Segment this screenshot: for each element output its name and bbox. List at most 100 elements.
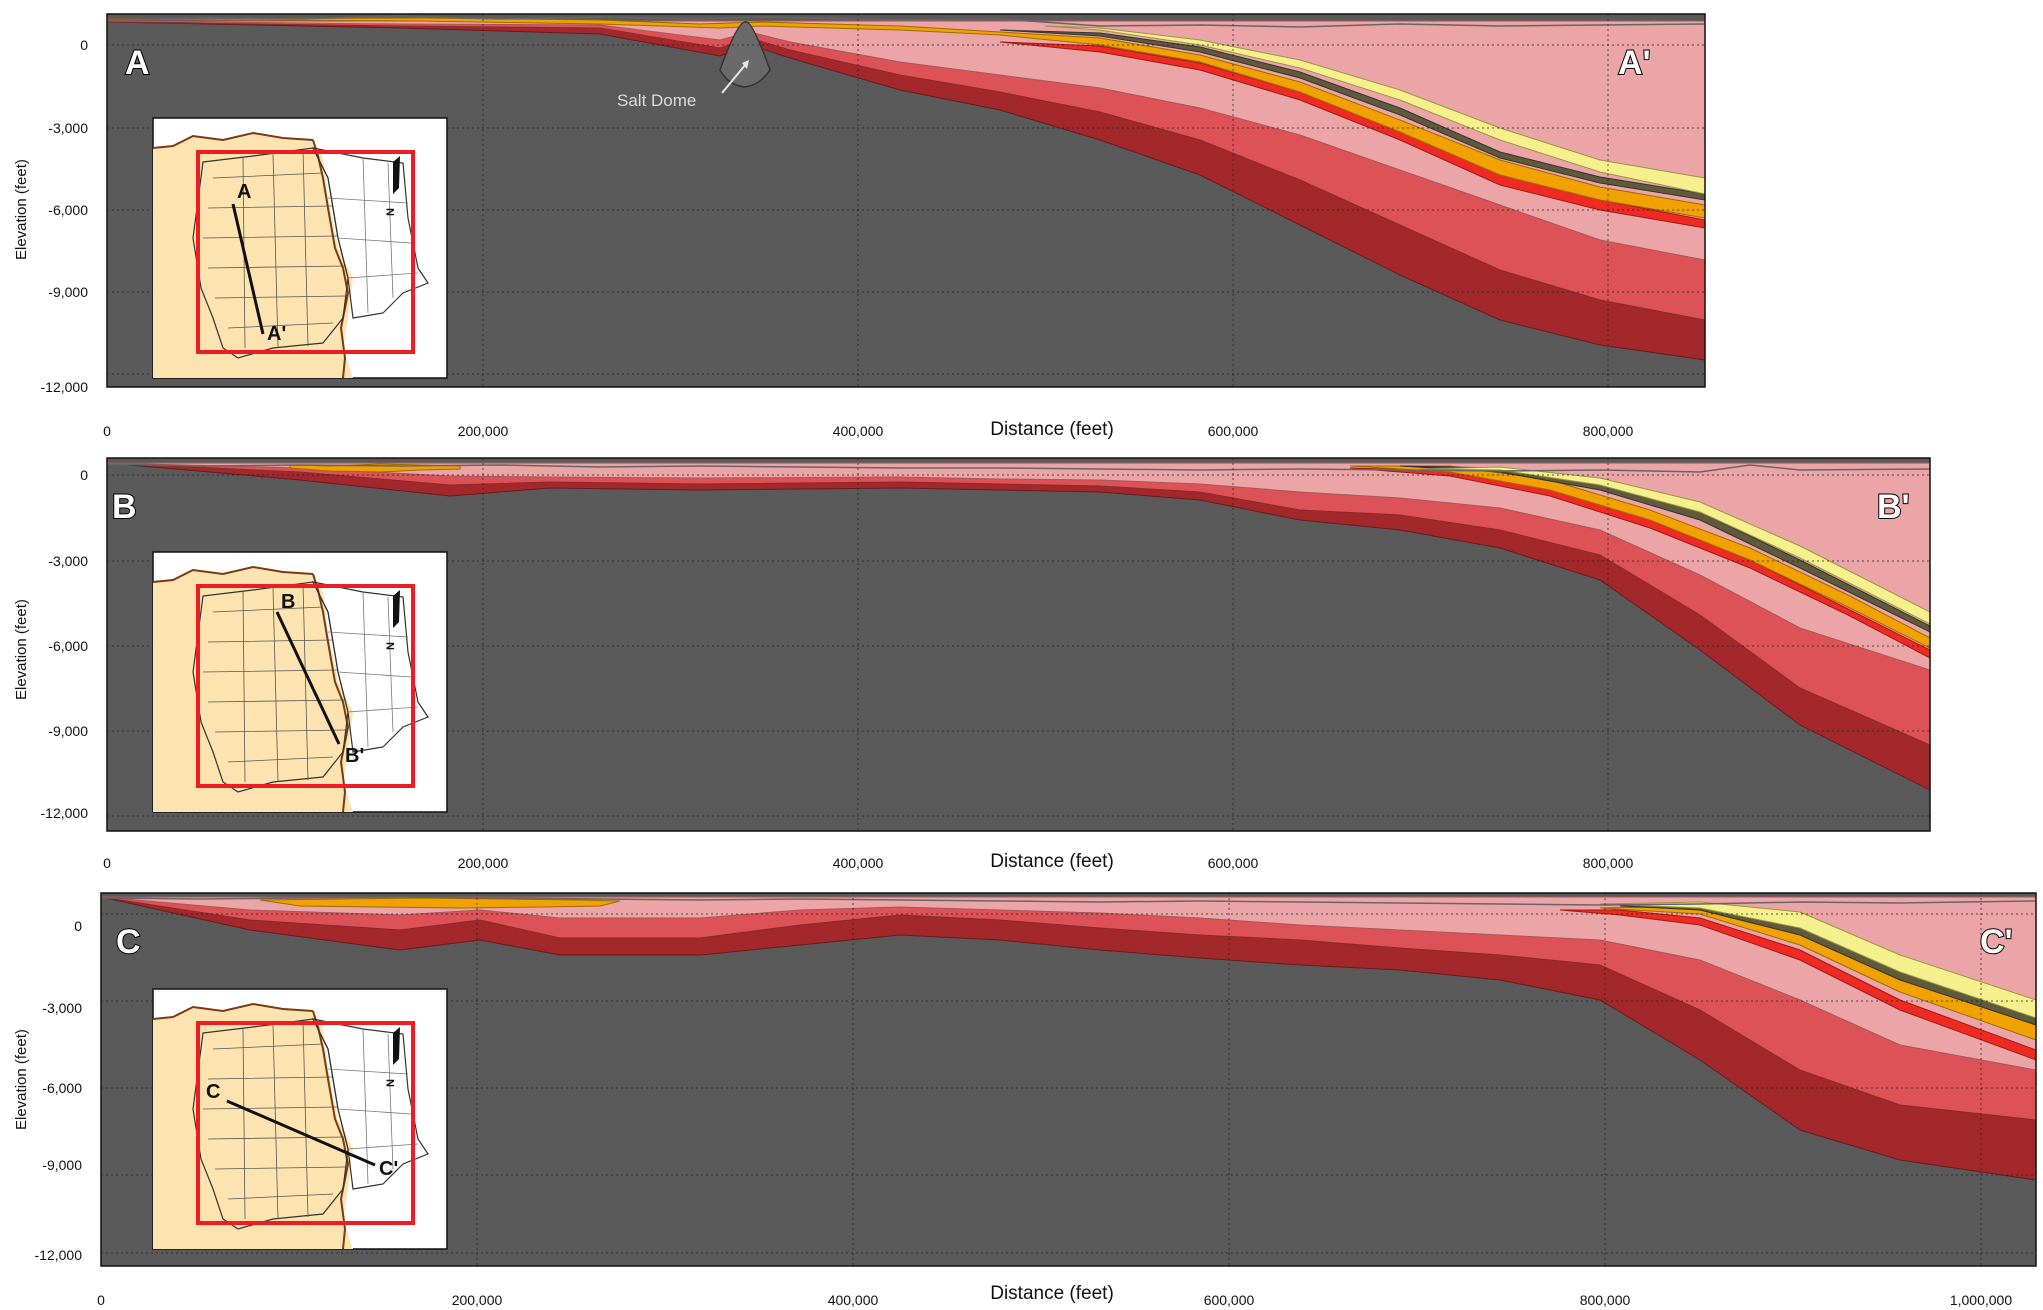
- x-tick-label: 200,000: [452, 1292, 503, 1308]
- map-start-label: A: [237, 181, 251, 203]
- y-tick-label: -9,000: [42, 1157, 82, 1173]
- section-c-grid: [101, 893, 2036, 1266]
- y-tick-label: 0: [74, 918, 82, 934]
- y-tick-label: -12,000: [41, 379, 89, 395]
- yellow-layer: [1599, 901, 2036, 1019]
- annotation-arrow-line: [721, 63, 747, 94]
- x-tick-label: 200,000: [458, 423, 509, 439]
- x-tick-label: 400,000: [828, 1292, 879, 1308]
- y-tick-label: -9,000: [48, 723, 88, 739]
- y-axis-label: Elevation (feet): [13, 159, 30, 260]
- state-boundary: [152, 131, 314, 149]
- x-tick-label: 800,000: [1583, 855, 1634, 871]
- location-map-c: N C C': [152, 988, 448, 1250]
- x-tick-label: 0: [103, 855, 111, 871]
- x-tick-label: 0: [97, 1292, 105, 1308]
- study-area-box: [196, 584, 415, 788]
- section-line: [231, 203, 265, 335]
- section-line: [275, 611, 341, 745]
- map-start-label: C: [206, 1081, 220, 1103]
- map-end-label: B': [345, 745, 364, 767]
- state-boundary: [152, 565, 314, 583]
- y-tick-label: -3,000: [48, 553, 88, 569]
- section-line: [226, 1099, 376, 1167]
- location-map-b: N B B': [152, 551, 448, 813]
- x-tick-label: 400,000: [833, 855, 884, 871]
- x-axis-label: Distance (feet): [990, 851, 1114, 872]
- x-tick-label: 800,000: [1580, 1292, 1631, 1308]
- x-tick-label: 400,000: [833, 423, 884, 439]
- x-tick-label: 200,000: [458, 855, 509, 871]
- state-boundary: [152, 1002, 314, 1020]
- section-b-grid: [107, 458, 1930, 831]
- x-tick-label: 0: [103, 423, 111, 439]
- section-end-label: A': [1618, 44, 1651, 82]
- y-axis-label: Elevation (feet): [13, 599, 30, 700]
- y-tick-label: -3,000: [48, 120, 88, 136]
- topography-line: [107, 463, 1930, 473]
- map-land: [153, 567, 353, 812]
- annotation-arrowhead: [742, 60, 749, 69]
- section-end-label: C': [1980, 923, 2013, 961]
- x-tick-label: 600,000: [1208, 423, 1259, 439]
- section-end-label: B': [1877, 488, 1910, 526]
- x-tick-label: 600,000: [1204, 1292, 1255, 1308]
- section-a-frame: [106, 13, 1706, 388]
- olive-layer: [999, 29, 1705, 201]
- x-axis-label: Distance (feet): [990, 1283, 1114, 1304]
- orange-layer: [107, 17, 1705, 219]
- map-start-label: B: [281, 591, 295, 613]
- y-tick-label: -6,000: [42, 1080, 82, 1096]
- map-land: [153, 1004, 353, 1249]
- north-arrow-icon: N: [385, 1027, 400, 1087]
- section-b-frame: [106, 457, 1931, 832]
- dark-red-layer: [101, 896, 2036, 1181]
- river-boundary: [312, 1010, 350, 1250]
- y-tick-label: -12,000: [35, 1247, 83, 1263]
- x-axis-label: Distance (feet): [990, 419, 1114, 440]
- svg-text:N: N: [385, 1079, 397, 1087]
- orange-layer: [289, 463, 1930, 649]
- section-c-frame: [100, 892, 2037, 1267]
- y-tick-label: 0: [80, 467, 88, 483]
- x-tick-label: 800,000: [1583, 423, 1634, 439]
- river-boundary: [312, 573, 350, 813]
- salt-dome-label: Salt Dome: [617, 91, 696, 110]
- topography-line: [107, 15, 1705, 28]
- yellow-layer: [1419, 466, 1930, 625]
- county-lines: [202, 583, 347, 783]
- red-layer: [101, 896, 2036, 1121]
- cross-section-c: Elevation (feet) 0 -3,000 -6,000 -9,000 …: [13, 892, 2037, 1308]
- section-start-label: B: [112, 488, 137, 526]
- y-tick-label: -6,000: [48, 638, 88, 654]
- svg-text:N: N: [385, 208, 397, 216]
- x-tick-label: 1,000,000: [1950, 1292, 2012, 1308]
- map-land: [153, 133, 353, 378]
- map-end-label: C': [379, 1158, 398, 1180]
- y-tick-label: 0: [80, 37, 88, 53]
- river-boundary: [312, 139, 350, 379]
- study-area-box: [196, 150, 415, 354]
- y-tick-label: -9,000: [48, 284, 88, 300]
- neighbor-county-lines: [327, 591, 419, 748]
- y-tick-label: -6,000: [48, 202, 88, 218]
- neighbor-county-lines: [327, 157, 419, 314]
- section-start-label: C: [116, 923, 141, 961]
- y-tick-label: -3,000: [42, 1000, 82, 1016]
- north-arrow-icon: N: [385, 590, 400, 650]
- yellow-layer: [1044, 25, 1705, 195]
- pink-layer: [107, 20, 1705, 261]
- section-start-label: A: [125, 44, 150, 82]
- salt-dome-annotation: Salt Dome: [617, 60, 749, 110]
- salt-dome: [719, 21, 771, 88]
- pink-layer: [107, 462, 1930, 671]
- map-end-label: A': [267, 323, 286, 345]
- bright-red-layer: [1559, 909, 2036, 1061]
- svg-text:N: N: [385, 642, 397, 650]
- topography-line: [101, 896, 2036, 906]
- location-map-a: N A A': [152, 117, 448, 379]
- neighbor-county-lines: [327, 1028, 419, 1185]
- cross-section-a: Elevation (feet) 0 -3,000 -6,000 -9,000 …: [13, 13, 1706, 440]
- north-arrow-icon: N: [385, 156, 400, 216]
